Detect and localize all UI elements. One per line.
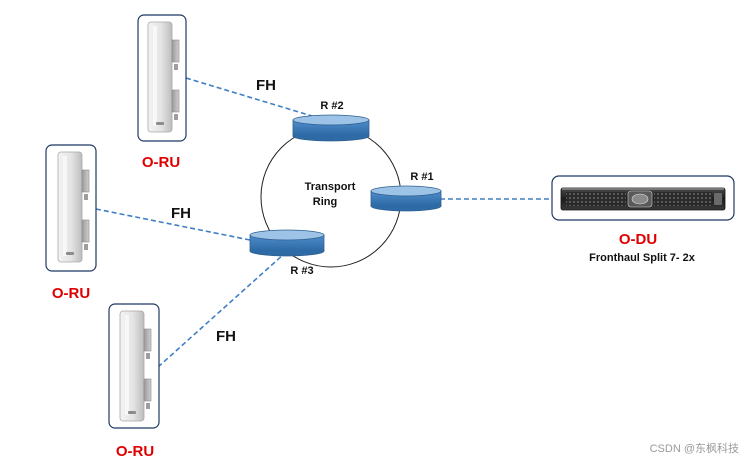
oru-top[interactable] bbox=[137, 14, 187, 142]
fh-link-middle bbox=[95, 208, 251, 241]
oru-bottom[interactable] bbox=[108, 303, 160, 429]
odu-server[interactable] bbox=[551, 175, 735, 221]
router-r3[interactable] bbox=[249, 229, 325, 257]
oru-top-label: O-RU bbox=[142, 154, 180, 171]
oru-middle[interactable] bbox=[45, 144, 97, 272]
router-r3-label: R #3 bbox=[290, 265, 313, 277]
router-r1[interactable] bbox=[370, 185, 442, 212]
fh-label-middle: FH bbox=[171, 205, 191, 222]
fh-link-top bbox=[185, 77, 313, 117]
ring-label-line2: Ring bbox=[313, 196, 337, 208]
oru-bottom-label: O-RU bbox=[116, 443, 154, 460]
odu-subtitle: Fronthaul Split 7- 2x bbox=[589, 252, 696, 264]
watermark: CSDN @东枫科技 bbox=[650, 441, 739, 455]
fh-link-bottom bbox=[157, 253, 285, 368]
ring-label-line1: Transport bbox=[305, 181, 356, 193]
router-r2-label: R #2 bbox=[320, 100, 343, 112]
oru-middle-label: O-RU bbox=[52, 285, 90, 302]
odu-label: O-DU bbox=[619, 231, 657, 248]
router-r2[interactable] bbox=[292, 114, 370, 142]
fh-label-bottom: FH bbox=[216, 328, 236, 345]
router-r1-label: R #1 bbox=[410, 171, 433, 183]
fh-label-top: FH bbox=[256, 77, 276, 94]
